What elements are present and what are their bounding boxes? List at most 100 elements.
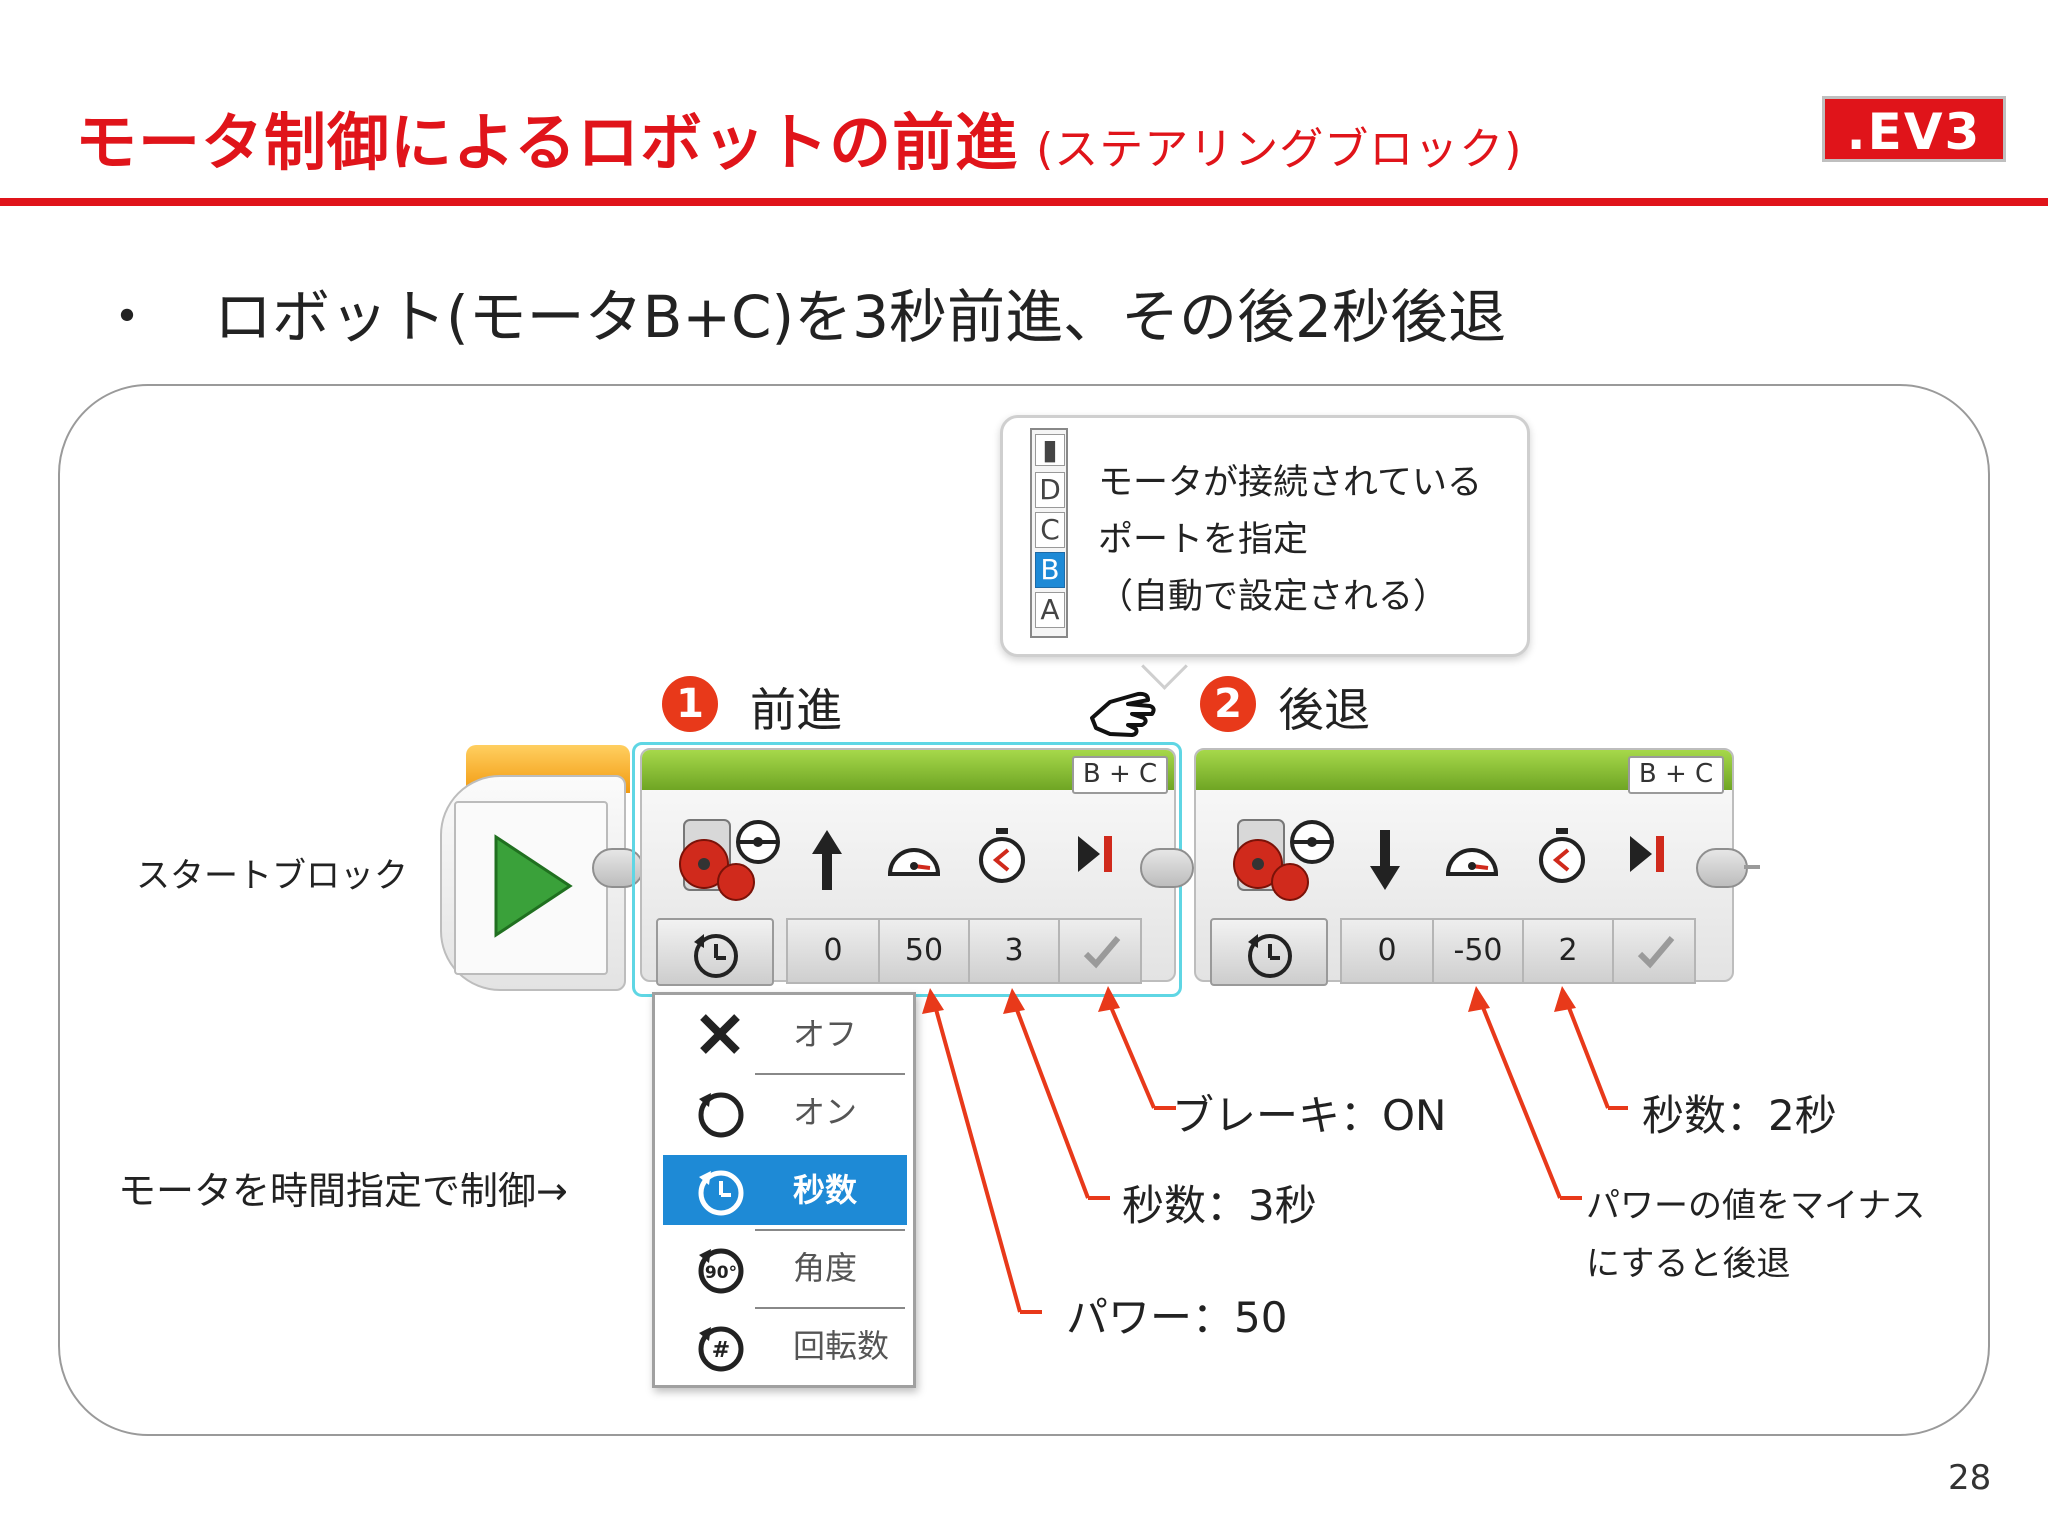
arrowhead: [922, 988, 944, 1014]
svg-text:#: #: [712, 1338, 730, 1363]
port-c[interactable]: C: [1035, 512, 1065, 548]
bullet-marker: ・: [98, 283, 157, 351]
step-1-label: 前進: [750, 683, 842, 737]
menu-item-seconds[interactable]: 秒数: [663, 1155, 907, 1225]
battery-icon: ▮: [1035, 434, 1065, 466]
move-steering-block-2[interactable]: B + C 0 -50 2: [1194, 748, 1734, 986]
callout-brake: [1106, 999, 1156, 1109]
check-icon: [1637, 936, 1675, 969]
power-gauge-icon: [1445, 848, 1499, 876]
power-gauge-icon: [887, 848, 941, 876]
port-d[interactable]: D: [1035, 472, 1065, 508]
tooltip-line: ポートを指定: [1098, 520, 1309, 560]
block-2-power[interactable]: -50: [1432, 918, 1524, 984]
block-2-ports[interactable]: B + C: [1628, 756, 1724, 794]
hand-cursor-icon: [1090, 691, 1156, 737]
annotation-minus-power-2: にすると後退: [1586, 1244, 1791, 1284]
arrowhead: [1003, 988, 1025, 1014]
menu-item-label: オフ: [793, 1015, 858, 1053]
annotation-seconds-3: 秒数：3秒: [1122, 1181, 1317, 1230]
step-1-badge: 1: [662, 676, 718, 732]
menu-separator: [755, 1307, 905, 1309]
block-1-seconds[interactable]: 3: [968, 918, 1060, 984]
move-steering-block-1[interactable]: B + C 0 50 3: [640, 748, 1176, 986]
page-number: 28: [1948, 1458, 1992, 1498]
callout-seconds-3: [1012, 1001, 1090, 1199]
step-2-label: 後退: [1278, 683, 1370, 737]
start-block-label: スタートブロック: [136, 856, 408, 896]
port-selector[interactable]: ▮ D C B A: [1030, 428, 1068, 638]
block-1-out-connector[interactable]: [1140, 848, 1194, 888]
title-text: モータ制御によるロボットの前進: [75, 106, 1019, 179]
arrowhead: [1554, 986, 1576, 1012]
menu-item-on[interactable]: オン: [663, 1077, 907, 1147]
mode-menu-caption: モータを時間指定で制御→: [118, 1169, 568, 1213]
callout-power: [932, 1001, 1022, 1313]
menu-separator: [755, 1229, 905, 1231]
play-icon: [494, 834, 573, 938]
menu-item-label: オン: [793, 1093, 858, 1131]
steering-motor-icon: [1233, 819, 1334, 901]
check-icon: [1083, 936, 1121, 969]
step-2-badge: 2: [1200, 676, 1256, 732]
block-2-brake[interactable]: [1612, 918, 1696, 984]
block-1-mode-button[interactable]: [656, 918, 774, 986]
port-a[interactable]: A: [1035, 592, 1065, 628]
block-1-power[interactable]: 50: [878, 918, 970, 984]
rotate-icon: [698, 1092, 744, 1138]
mode-dropdown[interactable]: オフ オン 秒数 90° 角度 # 回転数: [652, 992, 916, 1388]
close-icon: [700, 1014, 740, 1054]
tooltip-text: モータが接続されている ポートを指定 （自動で設定される）: [1098, 455, 1482, 626]
arrowhead: [1468, 986, 1490, 1012]
timer-mode-icon: [694, 934, 738, 978]
block-2-out-connector[interactable]: [1696, 848, 1748, 888]
bullet-text: ロボット(モータB+C)を3秒前進、その後2秒後退: [214, 283, 1506, 351]
start-block[interactable]: [440, 745, 630, 995]
bullet-point: ・ロボット(モータB+C)を3秒前進、その後2秒後退: [98, 270, 1506, 354]
annotation-seconds-2: 秒数：2秒: [1642, 1091, 1837, 1140]
arrowhead: [1098, 986, 1120, 1012]
port-tooltip: [1000, 415, 1530, 657]
title-subtitle: (ステアリングブロック): [1036, 124, 1523, 175]
arrow-down-icon: [1370, 830, 1400, 890]
timer-icon: [1539, 828, 1585, 883]
block-2-mode-button[interactable]: [1210, 918, 1328, 986]
ev3-logo: .EV3: [1822, 96, 2006, 162]
callout-minus-power: [1478, 999, 1562, 1199]
block-1-steering[interactable]: 0: [786, 918, 880, 984]
seconds-value: 3: [1004, 933, 1024, 968]
annotation-brake: ブレーキ：ON: [1172, 1091, 1447, 1140]
menu-item-off[interactable]: オフ: [663, 999, 907, 1069]
block-1-ports[interactable]: B + C: [1072, 756, 1168, 794]
timer-icon: [979, 828, 1025, 883]
power-value: 50: [904, 933, 944, 968]
port-b[interactable]: B: [1035, 552, 1065, 588]
block-2-seconds[interactable]: 2: [1522, 918, 1614, 984]
menu-item-label: 秒数: [793, 1171, 858, 1209]
timer-mode-icon: [698, 1170, 744, 1216]
steering-motor-icon: [679, 819, 780, 901]
steering-value: 0: [1377, 933, 1397, 968]
menu-item-label: 回転数: [793, 1327, 890, 1365]
tooltip-line: （自動で設定される）: [1098, 577, 1449, 617]
brake-icon: [1630, 836, 1664, 872]
brake-icon: [1078, 836, 1112, 872]
steering-value: 0: [823, 933, 843, 968]
slide-title: モータ制御によるロボットの前進 (ステアリングブロック): [75, 92, 1522, 182]
menu-item-label: 角度: [793, 1249, 858, 1287]
menu-item-degrees[interactable]: 90° 角度: [663, 1233, 907, 1303]
degrees-icon: 90°: [698, 1248, 744, 1294]
seconds-value: 2: [1558, 933, 1578, 968]
menu-item-rotations[interactable]: # 回転数: [663, 1311, 907, 1381]
rotations-icon: #: [698, 1326, 744, 1372]
power-value: -50: [1453, 933, 1503, 968]
svg-text:90°: 90°: [705, 1263, 737, 1283]
callout-seconds-2: [1564, 999, 1610, 1109]
block-1-brake[interactable]: [1058, 918, 1142, 984]
annotation-power: パワー：50: [1066, 1293, 1288, 1342]
content-panel: [58, 384, 1990, 1436]
tooltip-line: モータが接続されている: [1098, 463, 1482, 503]
arrow-up-icon: [812, 830, 842, 890]
timer-mode-icon: [1248, 934, 1292, 978]
